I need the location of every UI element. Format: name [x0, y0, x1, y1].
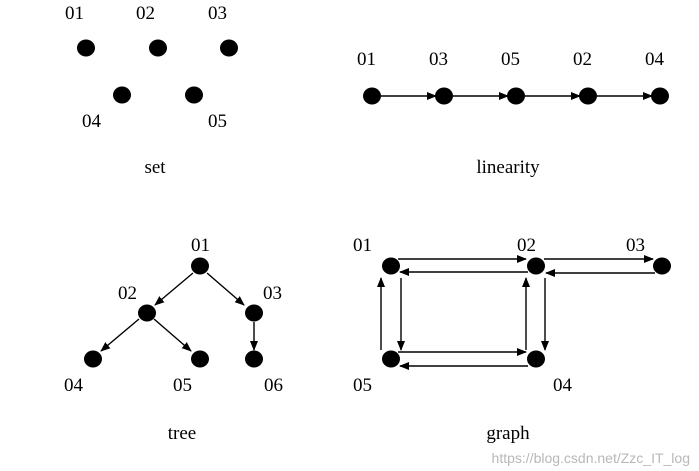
- tree-edge-01-02: [154, 272, 194, 306]
- tree-node-01: [191, 257, 209, 275]
- tree-label-03: 03: [263, 283, 282, 304]
- tree-node-06: [245, 350, 263, 368]
- linearity-caption: linearity: [476, 157, 540, 178]
- set-node-03: [220, 39, 238, 57]
- tree-caption: tree: [168, 423, 196, 444]
- tree-panel: 01 02 03 04 05 06 tree: [64, 235, 283, 444]
- linearity-label-05: 05: [501, 49, 520, 70]
- set-node-01: [77, 39, 95, 57]
- set-panel: 01 02 03 04 05 set: [65, 3, 238, 178]
- graph-label-02: 02: [517, 235, 536, 256]
- tree-edge-01-03: [206, 272, 245, 306]
- set-node-04: [113, 86, 131, 104]
- linearity-node-04: [651, 87, 669, 105]
- linearity-node-03: [435, 87, 453, 105]
- tree-node-05: [191, 350, 209, 368]
- tree-label-04: 04: [64, 375, 84, 396]
- linearity-label-02: 02: [573, 49, 592, 70]
- tree-edge-02-05: [153, 318, 192, 352]
- linearity-label-04: 04: [645, 49, 665, 70]
- tree-label-01: 01: [191, 235, 210, 256]
- tree-label-06: 06: [264, 375, 283, 396]
- set-label-01: 01: [65, 3, 84, 24]
- linearity-label-01: 01: [357, 49, 376, 70]
- graph-node-04: [527, 350, 545, 368]
- set-node-05: [185, 86, 203, 104]
- graph-panel: 01 02 03 05 04 graph: [353, 235, 671, 444]
- graph-label-03: 03: [626, 235, 645, 256]
- tree-node-03: [245, 304, 263, 322]
- set-label-02: 02: [136, 3, 155, 24]
- set-label-03: 03: [208, 3, 227, 24]
- graph-node-02: [527, 257, 545, 275]
- set-label-05: 05: [208, 111, 227, 132]
- linearity-node-01: [363, 87, 381, 105]
- graph-node-03: [653, 257, 671, 275]
- tree-node-04: [84, 350, 102, 368]
- tree-edge-02-04: [100, 318, 140, 352]
- set-label-04: 04: [82, 111, 102, 132]
- graph-node-05: [382, 350, 400, 368]
- linearity-node-02: [579, 87, 597, 105]
- tree-label-02: 02: [118, 283, 137, 304]
- graph-caption: graph: [486, 423, 530, 444]
- set-node-02: [149, 39, 167, 57]
- graph-label-05: 05: [353, 375, 372, 396]
- linearity-label-03: 03: [429, 49, 448, 70]
- tree-node-02: [138, 304, 156, 322]
- set-caption: set: [144, 157, 166, 178]
- tree-label-05: 05: [173, 375, 192, 396]
- linearity-panel: 01 03 05 02 04 linearity: [357, 49, 669, 178]
- linearity-node-05: [507, 87, 525, 105]
- graph-label-04: 04: [553, 375, 573, 396]
- graph-label-01: 01: [353, 235, 372, 256]
- watermark-text: https://blog.csdn.net/Zzc_IT_log: [492, 450, 690, 466]
- graph-node-01: [382, 257, 400, 275]
